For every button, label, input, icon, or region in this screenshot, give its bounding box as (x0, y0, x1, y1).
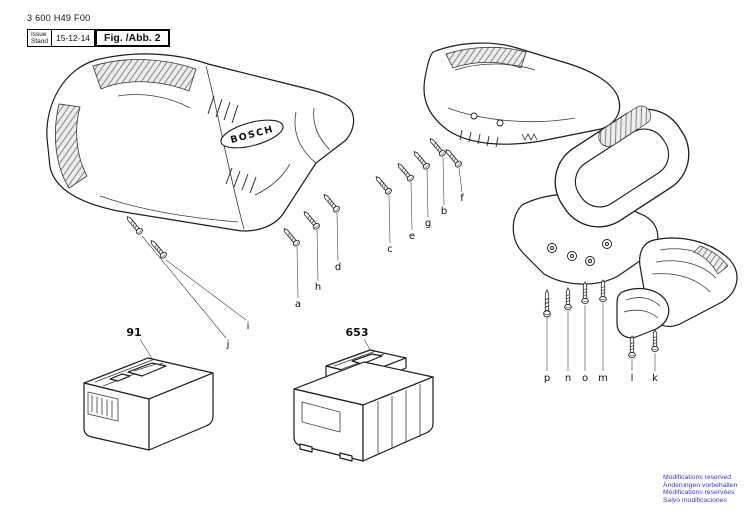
screw-icon-g (411, 149, 432, 171)
callout-label-l: l (631, 373, 634, 384)
screw-icon-k (651, 329, 659, 353)
footer-line: Salvo modificaciones (663, 496, 727, 504)
grip-texture-rear (55, 103, 88, 189)
handle-grip-texture (598, 105, 652, 147)
battery-91-latch-ribs (91, 395, 113, 418)
grip-texture-right (445, 46, 527, 69)
callout-label-h: h (315, 282, 321, 293)
battery-91-drawing: 91 (83, 326, 214, 451)
leader-line-i (165, 259, 247, 321)
battery-653-drawing: 653 (293, 326, 434, 462)
left-assembly-drawing: BOSCH (46, 53, 355, 232)
screw-icon-c (373, 174, 394, 196)
callout-label-n: n (565, 373, 571, 384)
part-number: 3 600 H49 F00 (27, 13, 91, 23)
callout-label-p: p (544, 373, 550, 384)
screw-icon-n (564, 287, 572, 311)
bosch-logo-oval (220, 119, 284, 149)
callout-label-m: m (598, 373, 608, 384)
screw-icon-p (543, 289, 551, 318)
screw-icon-o (581, 281, 589, 305)
guard-texture (693, 245, 729, 275)
issue-stand-box: Issue Stand (27, 29, 52, 47)
loop-handle (554, 105, 690, 228)
leader-line-g (426, 169, 429, 218)
leader-line-a (296, 246, 299, 299)
screw-icon-h (301, 209, 322, 231)
callout-label-e: e (409, 231, 415, 242)
vent-slots-upper (207, 95, 239, 124)
callout-label-k: k (652, 373, 658, 384)
screw-icon-b (427, 136, 448, 158)
modifications-notice: Modifications reserved Änderungen vorbeh… (663, 474, 737, 504)
footer-line: Modifications reserved (663, 474, 731, 481)
vent-slots-lower (225, 167, 257, 194)
screw-icon-j (124, 214, 145, 236)
battery-653-label: 653 (346, 326, 369, 339)
battery-653-ribs (377, 384, 421, 455)
screw-icon-a (281, 226, 302, 248)
leader-line-h (316, 229, 319, 282)
figure-label-box: Fig. /Abb. 2 (95, 29, 170, 47)
callout-label-c: c (387, 244, 393, 255)
bosch-logo: BOSCH (220, 119, 284, 149)
screw-icon-f (443, 147, 464, 169)
screw-icon-e (395, 161, 416, 183)
battery-91-leader (139, 338, 154, 361)
callout-label-a: a (295, 299, 301, 310)
issue-block: Issue Stand 15-12-14 Fig. /Abb. 2 (27, 29, 170, 47)
callout-label-d: d (335, 262, 341, 273)
spring-detail (521, 133, 538, 141)
callout-label-g: g (425, 218, 431, 229)
callout-label-b: b (441, 206, 447, 217)
issue-date: 15-12-14 (52, 29, 96, 47)
issue-label-de: Stand (31, 38, 48, 45)
right-screws: p n o m l k (543, 279, 659, 384)
callout-label-i: i (247, 321, 250, 332)
grip-texture-top (92, 59, 197, 92)
leader-line-e (410, 181, 413, 231)
leader-line-d (336, 212, 339, 262)
footer-line: Modifications réservées (663, 489, 735, 496)
screw-icon-l (628, 335, 636, 359)
right-assembly-drawing (423, 42, 738, 339)
left-screws: j i a h d c e g b f (124, 136, 464, 350)
issue-label-en: Issue (31, 31, 47, 38)
leader-line-f (458, 167, 463, 193)
screw-icon-d (321, 192, 342, 214)
callout-label-f: f (460, 193, 464, 204)
leader-line-j (141, 235, 227, 339)
screw-icon-i (148, 238, 169, 260)
callout-label-o: o (582, 373, 588, 384)
callout-label-j: j (226, 339, 230, 350)
clamp-detail-lines (459, 129, 499, 148)
leader-line-c (388, 194, 391, 244)
leader-line-b (442, 156, 445, 206)
screw-icon-m (599, 279, 607, 303)
footer-line: Änderungen vorbehalten (663, 481, 738, 489)
battery-91-label: 91 (126, 326, 141, 339)
